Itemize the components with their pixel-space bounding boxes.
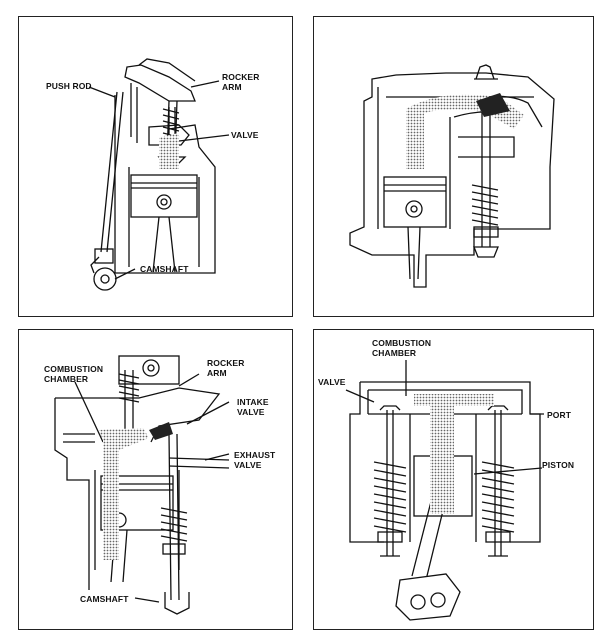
combustion-chamber-shading [414,394,494,514]
piston-pin [405,200,423,218]
right-valve [487,405,509,557]
cylinder-block [114,95,216,274]
label-rocker-arm: ROCKER ARM [222,72,260,92]
label-rocker-arm: ROCKER ARM [207,358,245,378]
label-camshaft: CAMSHAFT [140,264,189,274]
label-piston: PISTON [542,460,575,470]
label-push-rod: PUSH ROD [46,81,92,91]
panel-rocker-arm-engine: COMBUSTION CHAMBER ROCKER ARM INTAKE VAL… [18,329,293,630]
camshaft-lobe [93,267,117,291]
label-combustion-chamber: COMBUSTION CHAMBER [372,338,432,358]
push-rod [100,91,124,253]
label-exhaust-valve: EXHAUST VALVE [234,450,276,470]
cylinder-head [349,72,555,288]
label-combustion-chamber: COMBUSTION CHAMBER [44,364,104,384]
pushrod-engine-drawing [88,58,230,291]
flathead-engine-drawing [345,360,544,621]
left-valve-spring [373,461,407,533]
valve-spring [471,184,499,226]
crankshaft [395,573,461,621]
charge-flow-shading [99,428,149,560]
panel-overhead-cam-engine [313,16,594,317]
rocker-arm-engine-drawing [54,355,230,615]
label-intake-valve: INTAKE VALVE [237,397,269,417]
rocker-arm [124,64,196,102]
label-port: PORT [547,410,572,420]
camshaft [474,64,498,80]
panel-pushrod-engine: PUSH ROD ROCKER ARM VALVE CAMSHAFT [18,16,293,317]
panel-flathead-engine: COMBUSTION CHAMBER VALVE PORT PISTON [313,329,594,630]
piston-pin [156,194,172,210]
intake-flow-shading [159,133,179,169]
overhead-cam-drawing [349,64,555,288]
label-valve: VALVE [231,130,259,140]
label-camshaft: CAMSHAFT [80,594,129,604]
camshaft [164,592,190,615]
label-valve: VALVE [318,377,346,387]
right-valve-spring [481,461,515,533]
valve [473,107,499,258]
left-valve [379,405,401,557]
